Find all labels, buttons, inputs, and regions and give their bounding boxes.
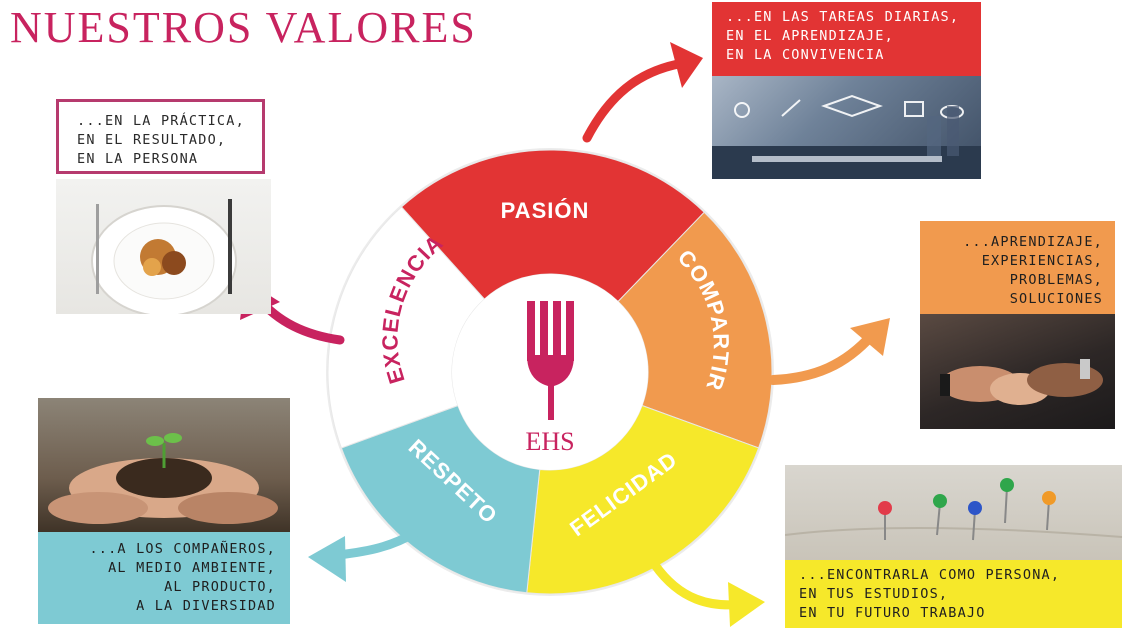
panel-excelencia: ...EN LA PRÁCTICA, EN EL RESULTADO, EN L… [56, 99, 271, 314]
caption-line: EN TUS ESTUDIOS, [799, 586, 949, 602]
panel-respeto: ...A LOS COMPAÑEROS, AL MEDIO AMBIENTE, … [38, 398, 290, 624]
caption-line: ...APRENDIZAJE, [963, 234, 1103, 250]
caption-line: SOLUCIONES [1009, 291, 1103, 307]
plated-dish-photo [56, 179, 271, 314]
page-title: NUESTROS VALORES [10, 3, 477, 52]
caption-pasion: ...EN LAS TAREAS DIARIAS, EN EL APRENDIZ… [712, 2, 981, 76]
panel-pasion: ...EN LAS TAREAS DIARIAS, EN EL APRENDIZ… [712, 2, 981, 179]
arrow-to-compartir [768, 318, 890, 385]
caption-line: A LA DIVERSIDAD [136, 598, 276, 614]
caption-line: ...ENCONTRARLA COMO PERSONA, [799, 567, 1061, 583]
arrow-to-felicidad [650, 560, 765, 627]
caption-line: AL PRODUCTO, [164, 579, 276, 595]
logo-text: EHS [525, 427, 574, 456]
caption-line: ...EN LAS TAREAS DIARIAS, [726, 9, 960, 25]
caption-line: AL MEDIO AMBIENTE, [108, 560, 276, 576]
digital-learning-photo [712, 76, 981, 179]
arrow-to-respeto [308, 527, 421, 582]
arrow-to-pasion [582, 42, 703, 143]
caption-respeto: ...A LOS COMPAÑEROS, AL MEDIO AMBIENTE, … [38, 532, 290, 624]
caption-line: ...EN LA PRÁCTICA, [77, 113, 245, 129]
caption-line: EN EL RESULTADO, [77, 132, 227, 148]
fork-logo [527, 301, 574, 420]
caption-line: PROBLEMAS, [1009, 272, 1103, 288]
caption-line: EN LA CONVIVENCIA [726, 47, 885, 63]
map-pins-photo [785, 465, 1122, 560]
hands-with-sprout-photo [38, 398, 290, 532]
caption-line: EN TU FUTURO TRABAJO [799, 605, 986, 621]
caption-excelencia: ...EN LA PRÁCTICA, EN EL RESULTADO, EN L… [56, 99, 265, 174]
caption-line: EN EL APRENDIZAJE, [726, 28, 894, 44]
caption-line: EXPERIENCIAS, [981, 253, 1103, 269]
panel-compartir: ...APRENDIZAJE, EXPERIENCIAS, PROBLEMAS,… [920, 221, 1115, 429]
panel-felicidad: ...ENCONTRARLA COMO PERSONA, EN TUS ESTU… [785, 465, 1122, 628]
caption-felicidad: ...ENCONTRARLA COMO PERSONA, EN TUS ESTU… [785, 560, 1122, 628]
caption-line: EN LA PERSONA [77, 151, 199, 167]
caption-line: ...A LOS COMPAÑEROS, [89, 541, 276, 557]
segment-label-pasion: PASIÓN [501, 198, 590, 223]
fist-bump-photo [920, 314, 1115, 429]
caption-compartir: ...APRENDIZAJE, EXPERIENCIAS, PROBLEMAS,… [920, 221, 1115, 314]
